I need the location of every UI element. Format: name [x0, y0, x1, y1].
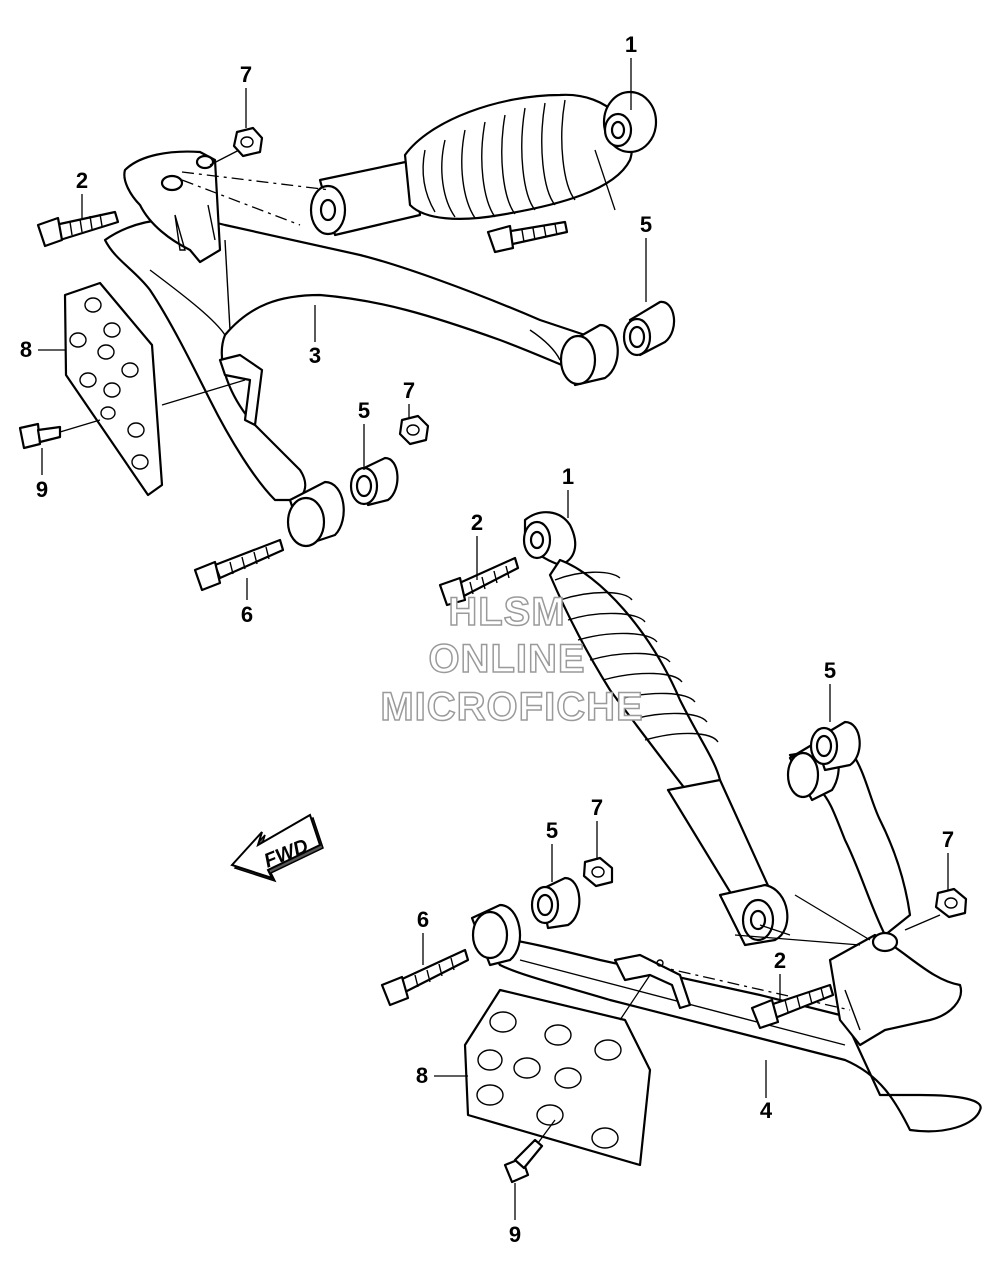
watermark: HLSM ONLINE MICROFICHE [380, 589, 644, 730]
screw-9-upper [18, 419, 101, 450]
callout-5-upper-right: 5 [640, 212, 652, 237]
callout-1-lower: 1 [562, 464, 574, 489]
bolt-2-lower [750, 983, 835, 1030]
callout-6-lower: 6 [417, 907, 429, 932]
callout-5-lower-middle: 5 [546, 818, 558, 843]
nut-7-upper [232, 126, 264, 158]
guide-line [904, 914, 941, 931]
upper-arm-3 [103, 217, 595, 502]
arm-end-right [559, 323, 619, 387]
bushing-5-lower-right [809, 720, 861, 772]
callout-7-lower-right: 7 [942, 827, 954, 852]
callout-7-lower-middle: 7 [591, 795, 603, 820]
guide-line [181, 179, 301, 226]
callout-2-upper: 2 [76, 168, 88, 193]
lower-shock-1 [522, 511, 789, 947]
lower-arm-end-left [470, 903, 522, 967]
step-plate-8-upper [63, 281, 164, 497]
upper-bracket [123, 150, 222, 264]
callout-8-lower: 8 [416, 1063, 428, 1088]
callout-8-upper: 8 [20, 337, 32, 362]
upper-shock-1 [309, 90, 658, 237]
callout-2-middle: 2 [471, 510, 483, 535]
screw-9-lower [503, 1119, 556, 1184]
callout-9-lower: 9 [509, 1222, 521, 1247]
bushing-5-upper-right [622, 300, 676, 357]
bushing-5-upper-middle [349, 456, 399, 507]
bolt-6-upper [193, 538, 285, 592]
watermark-line-1: HLSM [448, 590, 565, 634]
bolt-6-lower [380, 948, 470, 1007]
callout-4: 4 [760, 1098, 773, 1123]
bolt-2-middle [438, 556, 520, 607]
bolt-2-upper-left [36, 210, 120, 248]
guide-line [619, 974, 651, 1021]
arm-clip-lower [613, 953, 692, 1010]
bolt-upper-middle [486, 220, 569, 254]
lower-rear-arm [786, 738, 912, 953]
callout-5-upper-middle: 5 [358, 398, 370, 423]
fwd-direction-arrow: FWD [230, 813, 324, 883]
callout-2-lower: 2 [774, 948, 786, 973]
callout-3: 3 [309, 343, 321, 368]
callout-7-upper: 7 [240, 62, 252, 87]
guide-line [794, 894, 871, 941]
bushing-5-lower-middle [530, 876, 581, 930]
callout-1-upper: 1 [625, 32, 637, 57]
watermark-line-2: ONLINE [428, 637, 585, 681]
nut-7-lower-right [934, 887, 968, 919]
callouts: 1 7 2 5 3 8 7 5 9 1 2 6 5 [20, 32, 954, 1247]
arm-end-lower-left [286, 480, 345, 548]
nut-7-upper-middle [398, 414, 430, 446]
watermark-line-3: MICROFICHE [380, 685, 643, 729]
lower-arm-4 [478, 933, 982, 1133]
callout-7-upper-middle: 7 [403, 378, 415, 403]
guide-line [594, 149, 616, 211]
callout-5-lower-right: 5 [824, 658, 836, 683]
step-plate-8-lower [463, 988, 652, 1167]
nut-7-lower-middle [582, 856, 614, 888]
guide-line [734, 934, 861, 946]
callout-9-upper: 9 [36, 477, 48, 502]
callout-6-upper: 6 [241, 602, 253, 627]
guide-line [161, 379, 246, 406]
guide-line [759, 924, 791, 936]
arm-clip-upper [218, 353, 264, 427]
